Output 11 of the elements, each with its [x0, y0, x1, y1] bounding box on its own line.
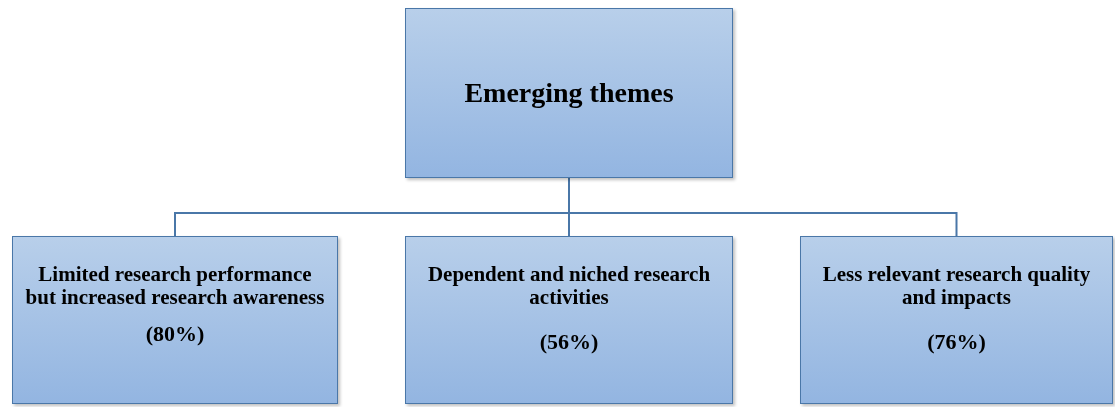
box-title: Limited research performance but increased research awareness [24, 263, 326, 310]
box-title: Less relevant research quality and impacts [821, 263, 1092, 310]
theme-box [12, 236, 338, 404]
theme-box [405, 236, 733, 404]
box-title: Emerging themes [464, 77, 674, 109]
theme-box [800, 236, 1113, 404]
percentage-text: (80%) [145, 321, 205, 348]
percentage-text: (56%) [539, 329, 599, 356]
percentage-text: (76%) [927, 329, 986, 356]
theme-box [405, 8, 733, 178]
box-title: Dependent and niched research activities [426, 263, 712, 310]
